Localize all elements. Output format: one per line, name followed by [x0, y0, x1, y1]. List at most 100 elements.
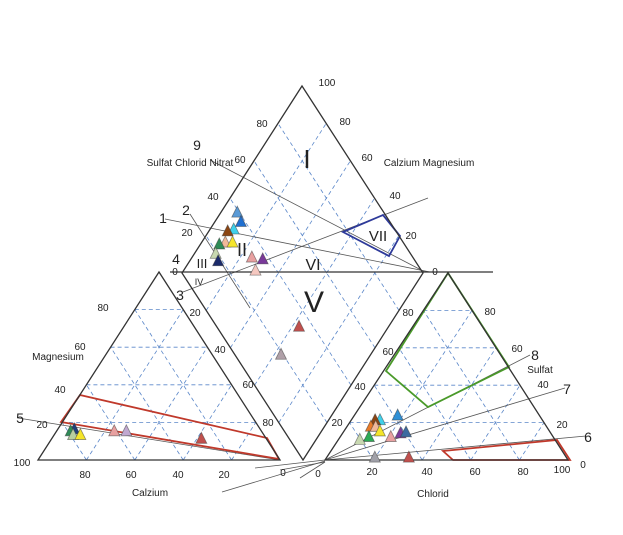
classification-line [221, 460, 326, 493]
diamond-data-point [292, 319, 306, 332]
anion-data-point [373, 424, 387, 437]
diamond-grid-line [254, 197, 375, 386]
anion-grid-line [423, 310, 520, 461]
region-label-iii: III [197, 256, 208, 271]
anion-data-point [391, 408, 404, 421]
diamond-data-point [249, 263, 262, 276]
diamond-data-point [221, 223, 234, 237]
tick-label: 60 [382, 347, 394, 358]
cation-grid-line [61, 422, 87, 461]
tick-label: 0 [172, 267, 178, 278]
tick-label: 60 [242, 380, 254, 391]
anion-data-point [384, 429, 397, 442]
cation-data-point [74, 427, 87, 440]
tick-label: 80 [484, 307, 496, 318]
classification-line [299, 461, 326, 479]
anion-data-point [353, 432, 366, 445]
anion-grid-line [421, 347, 497, 461]
tick-label: 60 [74, 342, 86, 353]
line-number-label: 2 [182, 202, 190, 218]
diamond-grid-line [205, 123, 327, 311]
data-points [64, 205, 415, 463]
tick-label: 60 [469, 467, 481, 478]
diamond-grid-line [205, 235, 328, 423]
classification-line [209, 159, 426, 273]
tick-label: 20 [218, 470, 230, 481]
region-label-vii: VII [369, 228, 387, 245]
tick-label: 60 [511, 344, 523, 355]
tick-label: 100 [14, 458, 31, 469]
diamond-data-point [274, 347, 288, 360]
tick-label: 0 [580, 460, 586, 471]
classification-line [182, 197, 429, 293]
calcium-magnesium-axis-title: Calzium Magnesium [384, 158, 475, 169]
tick-label: 40 [421, 467, 433, 478]
diamond-grid-line [230, 160, 351, 349]
region-label-v: V [304, 286, 324, 319]
region-vii-polygon [340, 213, 402, 258]
sulfate-chloride-nitrate-axis-title: Sulfat Chlorid Nitrat [147, 158, 234, 169]
tick-label: 80 [402, 308, 414, 319]
tick-label: 80 [517, 467, 529, 478]
tick-label: 0 [432, 267, 438, 278]
tick-label: 80 [256, 119, 268, 130]
diamond-grid-line [277, 123, 400, 311]
anion-red-region [440, 439, 572, 461]
tick-label: 60 [125, 470, 137, 481]
cation-data-point [108, 423, 121, 437]
classification-line [254, 459, 326, 469]
tick-label: 20 [405, 231, 417, 242]
magnesium-axis-title: Magnesium [32, 352, 84, 363]
anion-data-point [399, 424, 413, 438]
line-number-label: 5 [16, 410, 24, 426]
diamond-data-point [226, 235, 239, 248]
line-number-label: 9 [193, 137, 201, 153]
cation-data-point [120, 423, 133, 437]
tick-label: 20 [556, 420, 568, 431]
calcium-axis-title: Calzium [132, 488, 168, 499]
tick-label: 40 [537, 380, 549, 391]
tick-label: 100 [319, 78, 336, 89]
cation-grid-line [134, 309, 232, 461]
tick-label: 0 [315, 469, 321, 480]
tick-label: 60 [361, 153, 373, 164]
cation-grid-line [134, 346, 208, 461]
chloride-axis-title: Chlorid [417, 489, 449, 500]
cation-data-point [195, 431, 208, 444]
anion-data-point [368, 450, 381, 463]
cation-grid-line [86, 384, 136, 461]
tick-label: 20 [331, 418, 343, 429]
cation-grid-line [182, 384, 232, 461]
tick-label: 80 [97, 303, 109, 314]
diamond-data-point [256, 252, 269, 265]
cation-grid-line [86, 309, 184, 461]
diamond [181, 84, 424, 462]
diamond-data-point [231, 205, 244, 218]
line-number-label: 1 [159, 210, 167, 226]
diamond-grid-line [253, 160, 376, 349]
tick-label: 40 [354, 382, 366, 393]
line-number-label: 7 [563, 381, 571, 397]
diamond-data-point [245, 250, 258, 263]
tick-label: 20 [189, 308, 201, 319]
classification-line [164, 218, 431, 273]
tick-label: 20 [181, 228, 193, 239]
classification-line [279, 461, 326, 471]
diamond-data-point [211, 253, 225, 267]
line-number-label: 4 [172, 251, 180, 267]
diamond-data-point [234, 214, 248, 227]
diagram-frames [36, 84, 570, 462]
diamond-data-point [213, 237, 226, 250]
region-polygons [59, 213, 572, 461]
region-label-iv: IV [195, 277, 204, 287]
cation-grid-line [231, 422, 257, 461]
tick-label: 60 [234, 155, 246, 166]
diamond-grid-line [229, 197, 352, 386]
line-number-label: 8 [531, 347, 539, 363]
tick-label: 40 [172, 470, 184, 481]
tick-label: 100 [554, 465, 571, 476]
cation-triangle [36, 270, 282, 461]
